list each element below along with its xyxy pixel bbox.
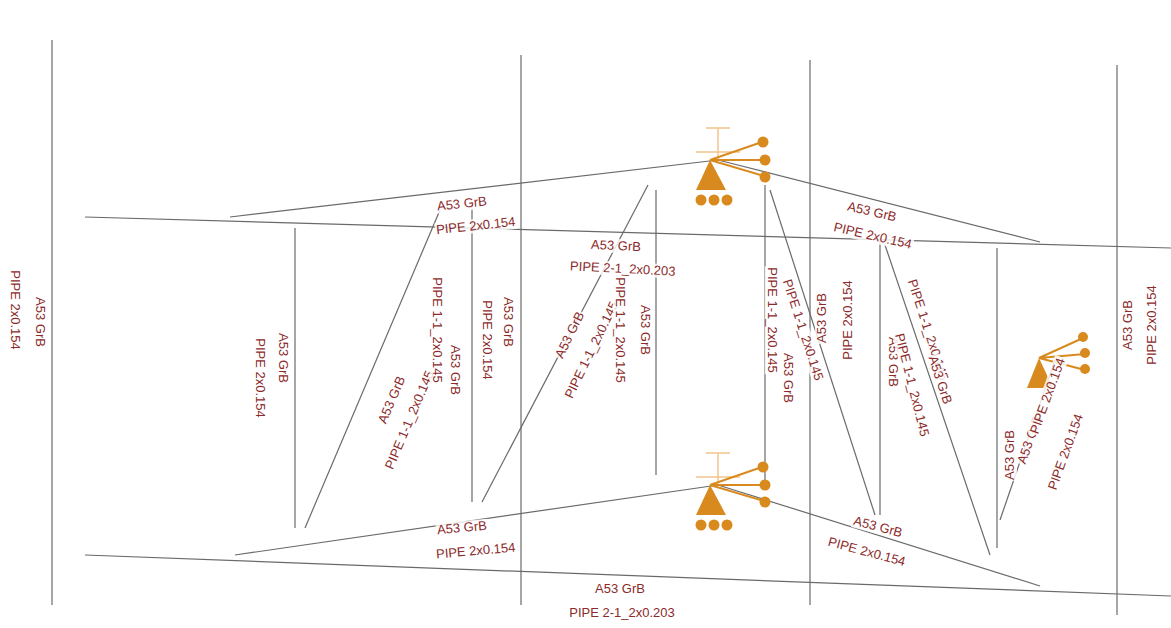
member-label: A53 GrB: [276, 332, 290, 384]
member-label: PIPE 2x0.154: [1145, 284, 1159, 366]
member-label: A53 GrB: [845, 199, 899, 224]
member-label: PIPE 2x0.154: [1027, 355, 1068, 436]
member-label: A53 GrB: [781, 352, 795, 404]
member-label: PIPE 1-1_2x0.145: [765, 266, 779, 374]
member-label: PIPE 2-1_2x0.203: [568, 606, 676, 620]
member-label: A53 GrB: [815, 292, 829, 344]
member-label: PIPE 2x0.154: [435, 540, 517, 561]
member-label: PIPE 2x0.154: [1045, 411, 1086, 492]
member-label: A53 GrB: [638, 304, 652, 356]
member-label: PIPE 2x0.154: [435, 215, 518, 237]
member-label: A53 GrB: [851, 514, 905, 541]
member-label: PIPE 2x0.154: [480, 299, 494, 381]
member-label: A53 GrB: [1121, 299, 1135, 351]
member-label: A53 GrB: [435, 194, 488, 213]
member-label: A53 GrB: [594, 582, 646, 596]
member-label: PIPE 2x0.154: [826, 535, 908, 570]
truss-members: [52, 40, 1171, 615]
member-label: PIPE 2x0.154: [832, 220, 915, 252]
member-label: A53 GrB: [501, 296, 515, 348]
member-label: A53 GrB: [925, 353, 954, 407]
member-label: PIPE 1-1_2x0.145: [613, 276, 627, 384]
member-label: PIPE 2x0.154: [841, 279, 855, 361]
member-label: A53 GrB: [436, 519, 489, 537]
member-label: PIPE 2x0.154: [253, 337, 267, 419]
member-label: A53 GrB: [33, 296, 47, 348]
member-label: PIPE 2x0.154: [8, 269, 22, 351]
member-label: A53 GrB: [1003, 429, 1017, 481]
member-label: A53 GrB: [590, 238, 643, 255]
member-label: A53 GrB: [448, 344, 462, 396]
support-symbol: [696, 128, 1091, 531]
member-label: PIPE 1-1_2x0.145: [430, 276, 444, 384]
